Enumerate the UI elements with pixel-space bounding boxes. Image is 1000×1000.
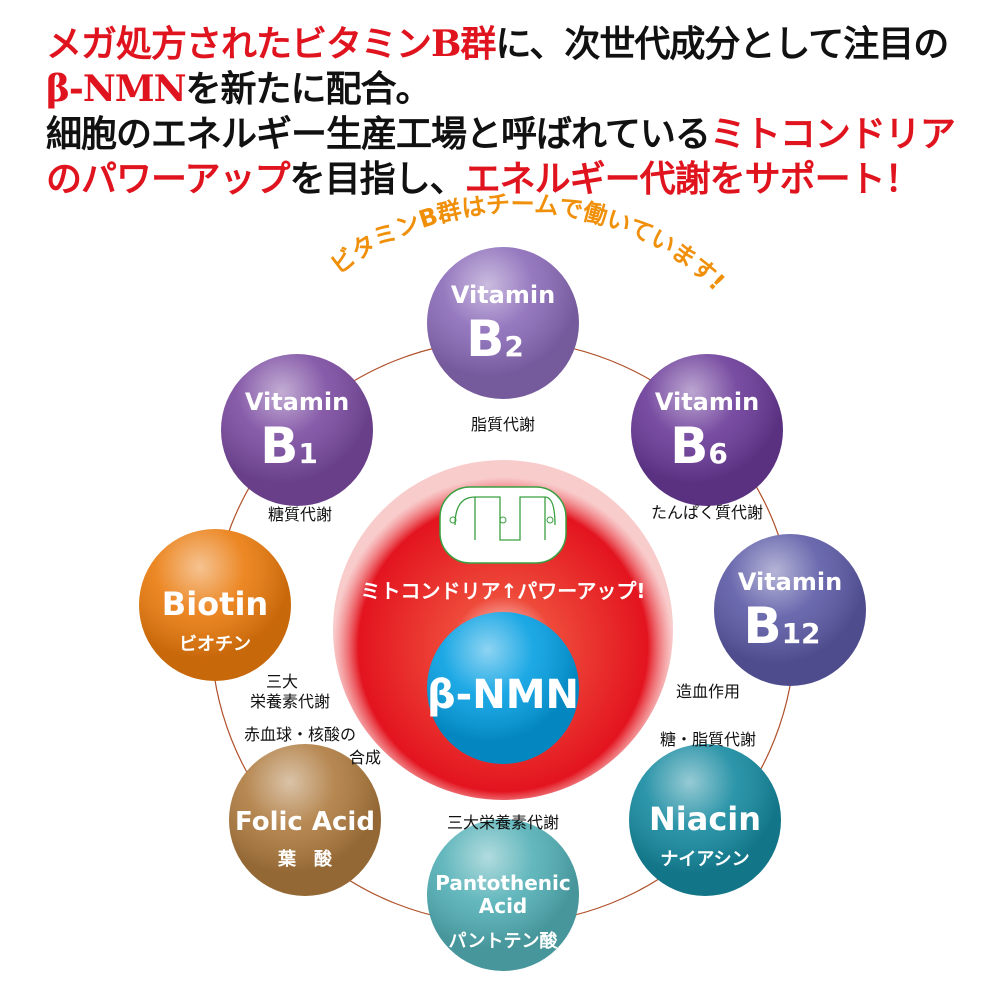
sphere-shine — [139, 529, 291, 681]
nutrient-name: Vitamin — [655, 388, 759, 416]
nutrient-name: Folic Acid — [235, 807, 375, 837]
function-label: 合成 — [348, 748, 382, 767]
nutrient-name: Vitamin — [245, 388, 349, 416]
nutrient-name: Biotin — [162, 585, 268, 623]
beta-nmn-shine — [427, 612, 579, 764]
nutrient-name-2: Acid — [479, 894, 528, 918]
function-label: 赤血球・核酸の — [243, 725, 357, 744]
nutrient-jp-name: パントテン酸 — [449, 930, 559, 952]
headline-line-1: メガ処方されたビタミンB群に、次世代成分として注目の — [46, 23, 949, 65]
sphere-shine — [427, 819, 579, 971]
mitochondria-caption: ミトコンドリア↑パワーアップ! — [360, 579, 645, 603]
nutrient-jp-name: ナイアシン — [660, 849, 749, 870]
nutrient-name: Pantothenic — [435, 871, 570, 895]
mitochondria-icon — [439, 486, 567, 564]
beta-nmn-label: β-NMN — [427, 672, 579, 718]
function-label: たんぱく質代謝 — [650, 503, 764, 522]
sphere-shine — [629, 744, 781, 896]
nutrient-niacin: Niacin ナイアシン — [629, 744, 781, 896]
nutrient-folic: Folic Acid 葉 酸 — [229, 744, 381, 896]
nutrient-jp-name: 葉 酸 — [277, 848, 333, 870]
nutrient-biotin: Biotin ビオチン — [139, 529, 291, 681]
function-label: 三大 — [265, 672, 299, 691]
headline-line-2: β-NMNを新たに配合。 — [46, 68, 432, 110]
function-label: 糖質代謝 — [267, 505, 333, 524]
function-label: 造血作用 — [675, 682, 741, 701]
sphere-shine — [229, 744, 381, 896]
nutrient-name: Niacin — [649, 800, 761, 838]
nutrient-name: Vitamin — [451, 281, 555, 309]
nutrient-name: Vitamin — [738, 568, 842, 596]
headline-line-4: のパワーアップを目指し、エネルギー代謝をサポート！ — [46, 158, 921, 200]
function-label: 栄養素代謝 — [249, 692, 331, 711]
nutrient-jp-name: ビオチン — [179, 634, 251, 655]
function-label: 糖・脂質代謝 — [659, 730, 757, 749]
sphere-shine — [221, 354, 373, 506]
sphere-shine — [714, 534, 866, 686]
headline-line-3: 細胞のエネルギー生産工場と呼ばれているミトコンドリア — [46, 113, 956, 155]
function-label: 脂質代謝 — [470, 415, 536, 434]
headline: メガ処方されたビタミンB群に、次世代成分として注目の β-NMNを新たに配合。 … — [46, 22, 986, 202]
function-label: 三大栄養素代謝 — [446, 813, 560, 832]
sphere-shine — [631, 354, 783, 506]
sphere-shine — [427, 247, 579, 399]
